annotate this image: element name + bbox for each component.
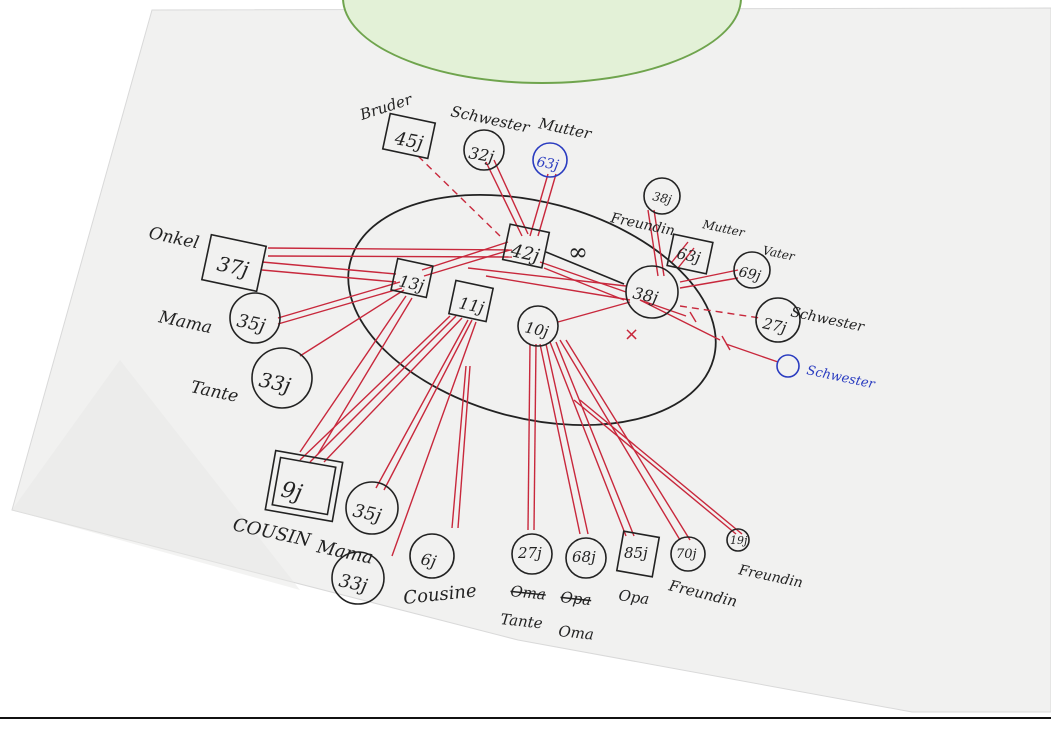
paper-shadow [12, 360, 300, 590]
special-lines [417, 155, 779, 363]
label-tante-bottom: Tante [500, 610, 544, 632]
age-10: 10j [523, 318, 550, 341]
red-mark-icon: × [624, 324, 639, 345]
partner-line [545, 251, 625, 285]
age-freundin-right: 38j [651, 189, 673, 207]
age-mutter-top: 63j [535, 154, 560, 174]
age-38-inner: 38j [631, 283, 660, 307]
age-schwester-right: 27j [760, 314, 788, 337]
age-85: 85j [624, 544, 648, 562]
label-opa-bottom: Opa [617, 586, 650, 608]
age-27: 27j [517, 544, 542, 562]
age-68: 68j [572, 548, 596, 566]
age-schwester-top: 32j [467, 143, 495, 166]
age-bruder: 45j [392, 128, 425, 154]
household-oval [347, 193, 717, 427]
age-vater: 69j [737, 264, 763, 284]
paper-sheet [11, 7, 1051, 713]
divider-line [0, 717, 1051, 719]
relation-lines [261, 159, 743, 557]
label-oma-crossed: Oma [510, 582, 547, 604]
age-11: 11j [457, 293, 486, 317]
label-oma-bottom: Oma [558, 622, 595, 644]
age-cousine: 6j [419, 549, 438, 571]
infinity-symbol: ∞ [568, 238, 588, 266]
label-opa-crossed: Opa [560, 588, 593, 609]
age-13: 13j [397, 271, 426, 295]
node-shapes [200, 112, 801, 605]
age-19: 19j [730, 534, 748, 547]
label-vater: Vater [761, 243, 797, 264]
age-mutter-right: 63j [675, 244, 702, 267]
age-70: 70j [676, 547, 697, 562]
